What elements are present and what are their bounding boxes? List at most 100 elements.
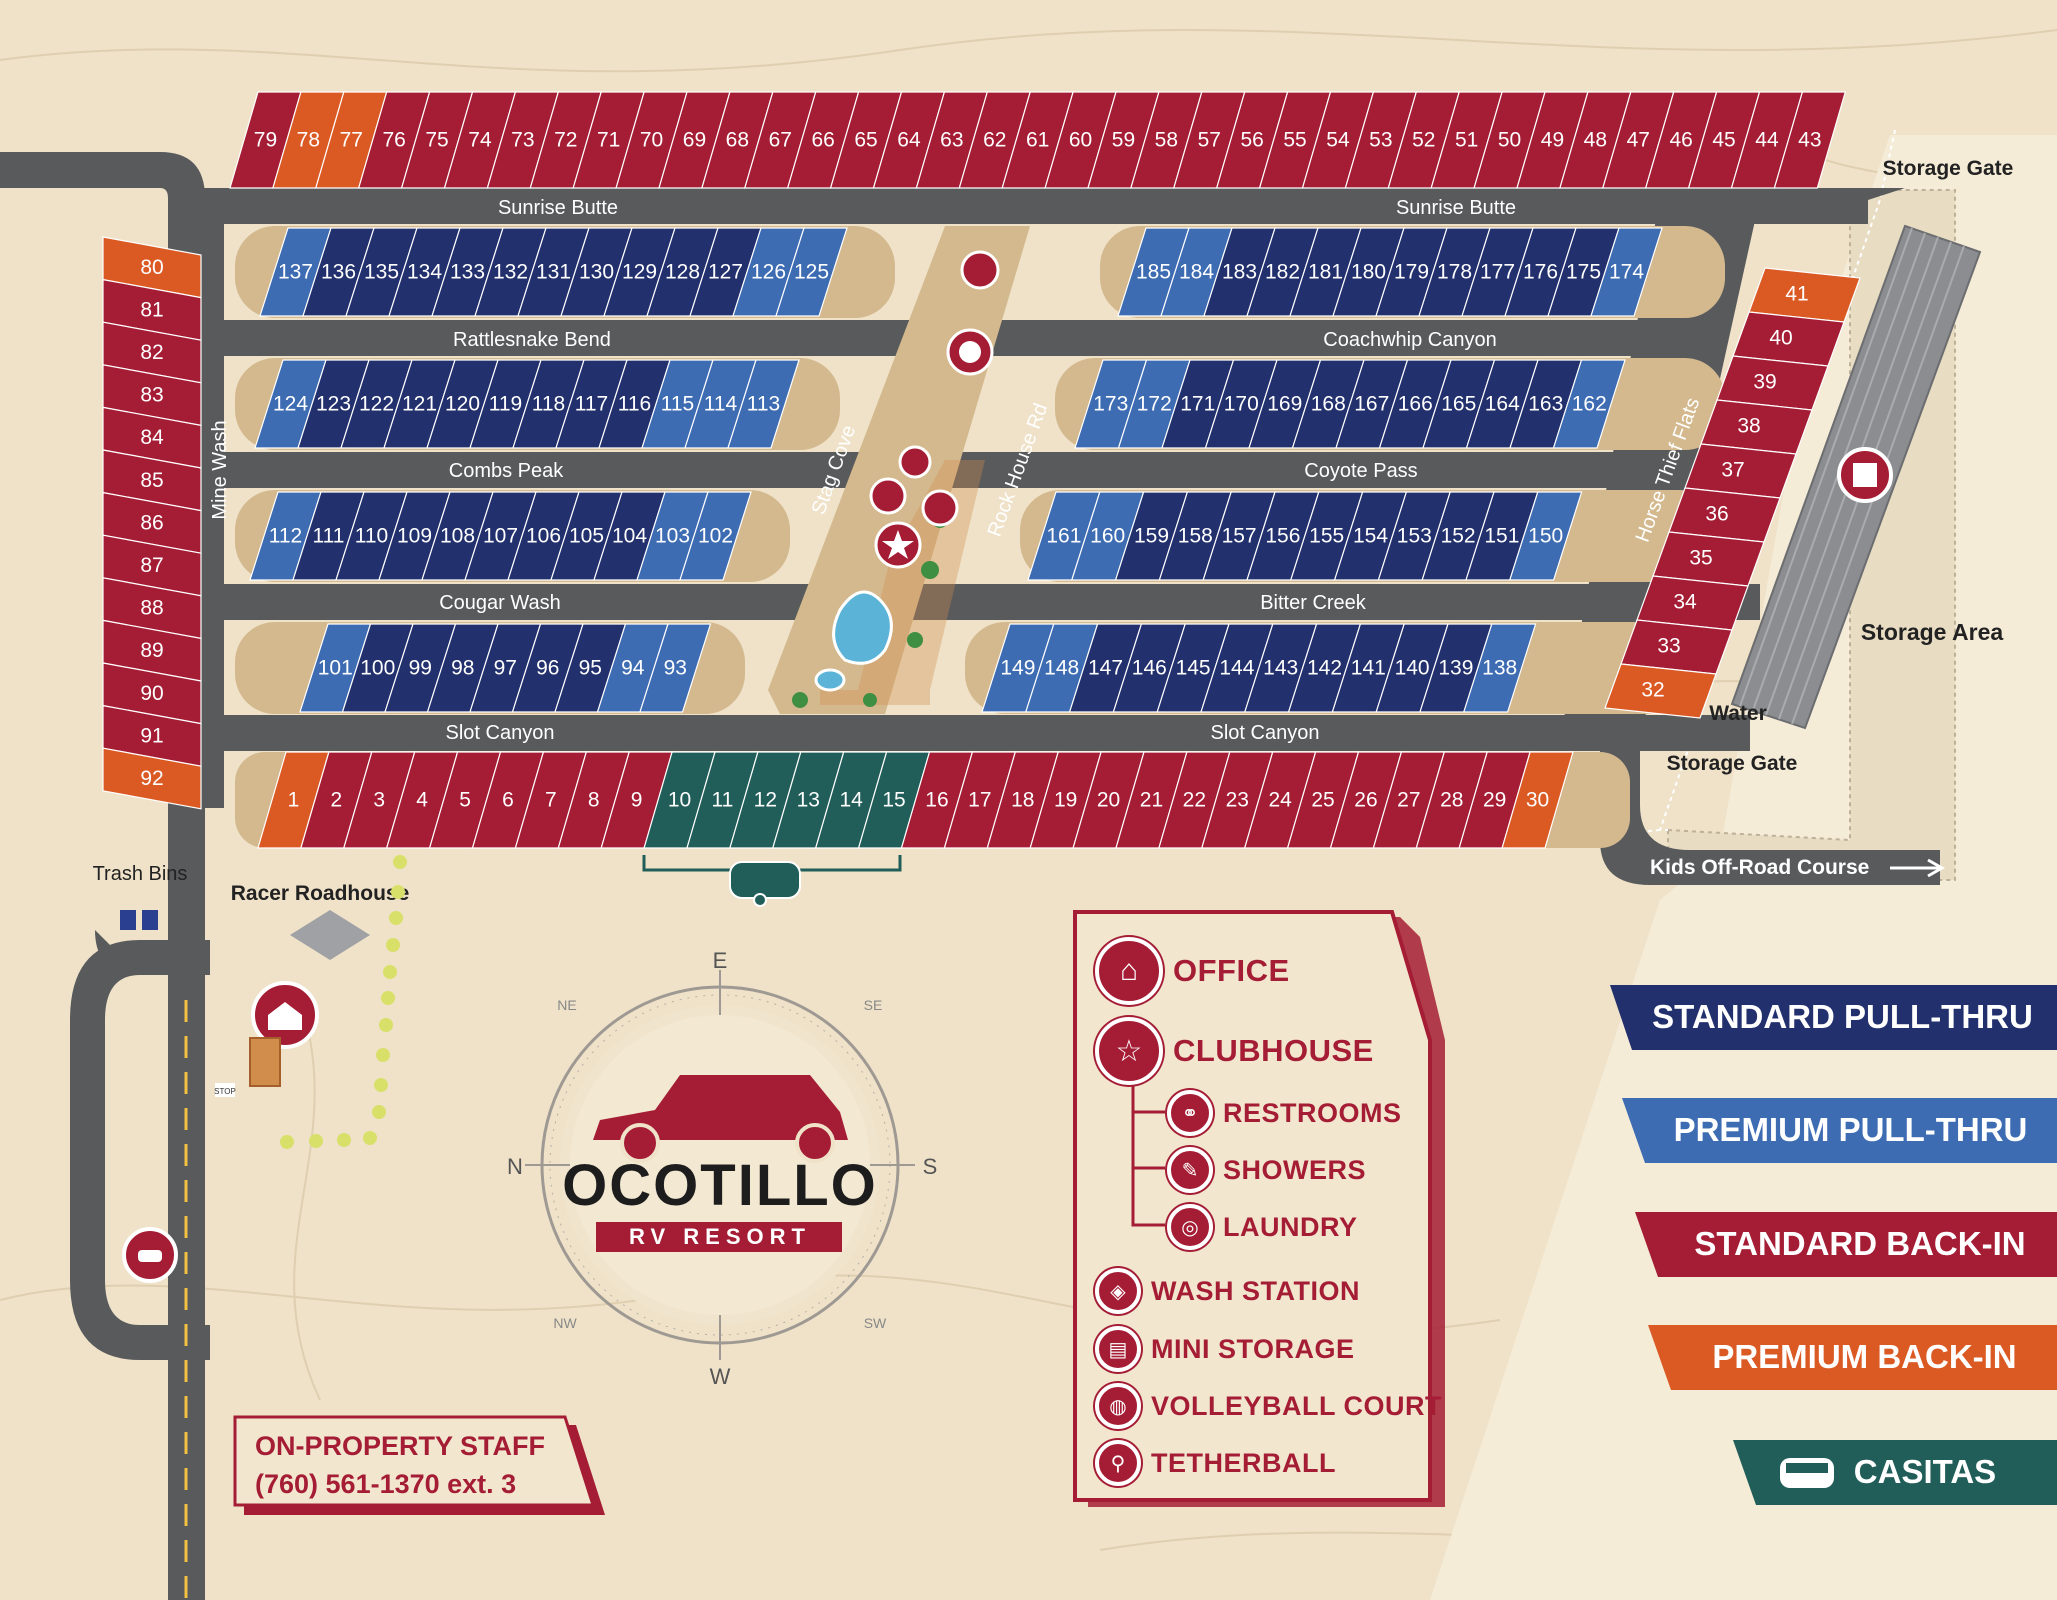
site-number: 11 [712,789,734,812]
rv-site[interactable] [1590,227,1663,317]
site-number: 50 [1498,129,1521,152]
laundry-icon: ◎ [1167,1204,1213,1250]
site-number: 167 [1354,393,1389,416]
site-number: 139 [1438,657,1473,680]
site-number: 93 [664,657,687,680]
rv-site[interactable] [639,623,712,713]
site-number: 98 [451,657,474,680]
wash-station-icon: ◈ [1095,1268,1141,1314]
rv-site[interactable] [1604,663,1717,719]
site-number: 12 [754,789,777,812]
restrooms-map-icon[interactable] [869,477,907,515]
site-number: 87 [140,554,163,577]
site-number: 170 [1224,393,1259,416]
site-number: 123 [316,393,351,416]
category-standard-back-in: STANDARD BACK-IN [1694,1225,2026,1262]
road-label-rattlesnake-bend: Rattlesnake Bend [453,329,611,351]
site-number: 182 [1265,261,1300,284]
storage-gate-label: Storage Gate [1883,157,2014,180]
site-number: 181 [1308,261,1343,284]
logo-subtitle: RV RESORT [629,1224,811,1249]
site-number: 97 [494,657,517,680]
site-number: 133 [450,261,485,284]
site-number: 100 [360,657,395,680]
site-number: 107 [483,525,518,548]
site-number: 37 [1721,459,1744,482]
site-number: 17 [968,789,991,812]
staff-box [233,1415,605,1515]
rv-site[interactable] [1508,491,1583,581]
site-number: 83 [140,384,163,407]
site-number: 86 [140,511,163,534]
rv-site[interactable] [1462,623,1537,713]
water-label: Water [1709,702,1767,725]
site-number: 55 [1283,129,1306,152]
site-number: 115 [661,393,694,416]
rv-site[interactable] [102,747,202,810]
site-number: 148 [1044,657,1079,680]
rv-site[interactable] [727,359,800,449]
legend-box [1073,910,1445,1507]
trash-bin [120,910,136,930]
site-number: 158 [1178,525,1213,548]
site-number: 49 [1541,129,1564,152]
rv-site[interactable] [1501,751,1574,849]
site-number: 19 [1054,789,1077,812]
compass-nw: NW [553,1315,577,1331]
site-number: 146 [1132,657,1167,680]
site-number: 67 [769,129,792,152]
site-number: 29 [1483,789,1506,812]
site-number: 26 [1354,789,1377,812]
trash-bins-label: Trash Bins [93,863,188,885]
site-number: 66 [811,129,834,152]
rv-site[interactable] [1773,91,1847,189]
site-number: 171 [1180,393,1215,416]
site-number: 110 [355,525,388,548]
site-number: 130 [579,261,614,284]
legend-wash-station: WASH STATION [1151,1275,1360,1306]
compass-sw: SW [864,1315,887,1331]
road-label-cougar-wash: Cougar Wash [439,592,561,614]
site-number: 45 [1712,129,1735,152]
rv-site[interactable] [679,491,752,581]
site-number: 150 [1528,525,1563,548]
site-number: 111 [313,525,345,548]
site-number: 2 [331,789,343,812]
site-number: 30 [1526,789,1549,812]
category-premium-pull-thru: PREMIUM PULL-THRU [1673,1111,2028,1148]
site-number: 155 [1309,525,1344,548]
site-number: 168 [1311,393,1346,416]
site-number: 180 [1351,261,1386,284]
storage-fence [1658,129,1896,831]
site-number: 82 [140,341,163,364]
site-number: 46 [1669,129,1692,152]
legend-restrooms: RESTROOMS [1223,1097,1402,1128]
road-label-mine-wash: Mine Wash [209,420,231,519]
rv-site[interactable] [775,227,848,317]
road-label-slot-canyon-left: Slot Canyon [446,722,555,744]
site-number: 72 [554,129,577,152]
site-number: 153 [1397,525,1432,548]
stop-sign [215,1083,235,1097]
tetherball-map-icon[interactable] [960,250,1000,290]
site-number: 129 [622,261,657,284]
restrooms-icon: ⚭ [1167,1090,1213,1136]
legend-mini-storage: MINI STORAGE [1151,1333,1355,1364]
site-number: 68 [726,129,749,152]
kids-course-label[interactable]: Kids Off-Road Course [1650,856,1869,879]
site-number: 183 [1222,261,1257,284]
site-number: 88 [140,597,163,620]
site-number: 3 [373,789,385,812]
site-number: 119 [489,393,522,416]
site-number: 54 [1326,129,1350,152]
road-label-coachwhip-canyon: Coachwhip Canyon [1323,329,1496,351]
legend-office: OFFICE [1173,953,1290,988]
site-number: 47 [1627,129,1650,152]
rv-site[interactable] [1552,359,1626,449]
road-label-coyote-pass: Coyote Pass [1304,460,1417,482]
staff-phone[interactable]: (760) 561-1370 ext. 3 [255,1469,517,1499]
site-number: 32 [1641,679,1664,702]
showers-map-icon[interactable] [921,489,959,527]
laundry-map-icon[interactable] [898,445,932,479]
